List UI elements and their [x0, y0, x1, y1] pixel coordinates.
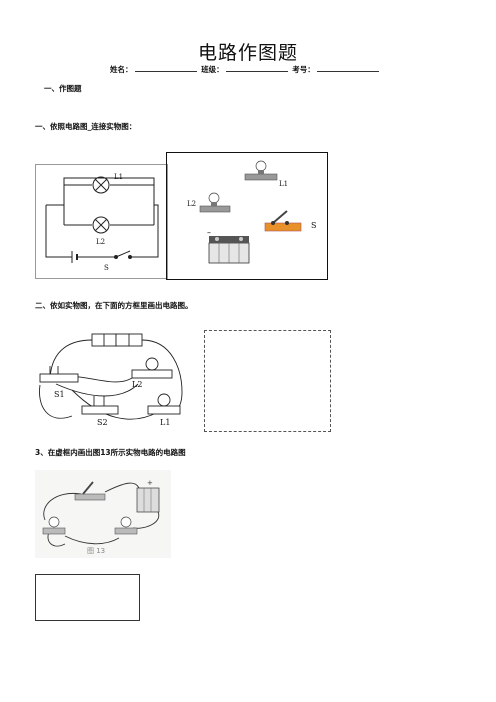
question-3: 3、在虚框内画出图13所示实物电路的电路图	[35, 448, 186, 457]
battery-icon: –	[207, 228, 250, 264]
page-title: 电路作图题	[197, 42, 298, 64]
switch-icon	[74, 481, 106, 501]
class-blank[interactable]	[225, 65, 288, 72]
sketch-label-s1: S1	[54, 390, 65, 399]
circuit-diagram-svg	[45, 176, 159, 263]
bulb-right-icon	[114, 516, 138, 535]
answer-box-3[interactable]	[35, 574, 140, 621]
svg-text:–: –	[207, 228, 211, 237]
bulb-l2-icon	[199, 192, 231, 213]
bulb-l1-icon	[244, 160, 278, 181]
circuit-sketch-svg	[39, 333, 183, 420]
exam-label: 考号：	[292, 65, 315, 74]
photo-label-l2: L2	[187, 200, 197, 208]
components-svg: –	[199, 160, 302, 264]
physical-components-1: – L1 L2 S	[166, 152, 328, 280]
question-2: 二、依如实物图，在下面的方框里画出电路图。	[35, 301, 193, 310]
bulb-left-icon	[42, 516, 66, 535]
student-info-line: 姓名： 班级： 考号：	[110, 64, 381, 75]
diagram-label-s: S	[104, 264, 109, 272]
knife-switch-icon	[264, 210, 302, 232]
photo-label-s: S	[311, 221, 317, 230]
circuit-diagram-1: L1 L2 S	[35, 164, 168, 279]
name-label: 姓名：	[110, 65, 133, 74]
name-blank[interactable]	[134, 65, 197, 72]
diagram-label-l2: L2	[96, 238, 106, 246]
question-1: 一、依照电路图_连接实物图：	[35, 122, 137, 131]
sketch-label-s2: S2	[97, 418, 108, 427]
photo-label-l1: L1	[279, 180, 289, 188]
sketch-label-l1: L1	[160, 418, 171, 427]
exam-number-blank[interactable]	[316, 65, 379, 72]
circuit-photo-3: + 图 13	[35, 470, 171, 558]
answer-box-2[interactable]	[204, 330, 331, 432]
svg-text:+: +	[147, 479, 153, 487]
sketch-label-l2: L2	[132, 380, 143, 389]
class-label: 班级：	[201, 65, 224, 74]
circuit-sketch-2: S1 S2 L2 L1	[32, 330, 188, 433]
diagram-label-l1: L1	[114, 173, 124, 181]
circuit-photo-svg: +	[42, 479, 160, 547]
section-heading: 一、作图题	[44, 84, 82, 93]
battery-icon: +	[136, 479, 160, 513]
figure-caption: 图 13	[87, 547, 106, 555]
